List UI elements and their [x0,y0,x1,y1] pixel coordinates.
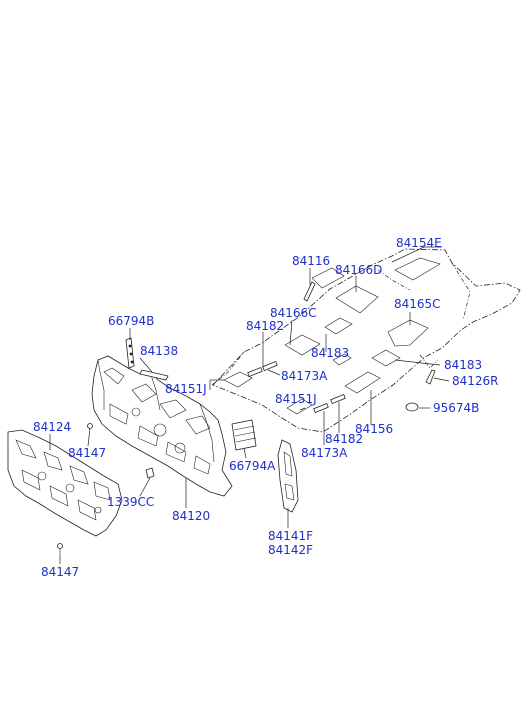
label-84183-upper: 84183 [311,346,349,360]
label-84138: 84138 [140,344,178,358]
label-84182-upper: 84182 [246,319,284,333]
label-1339CC: 1339CC [107,495,154,509]
label-84142F: 84142F [268,543,313,557]
label-84183-right: 84183 [444,358,482,372]
label-84166D: 84166D [335,263,382,277]
label-84124: 84124 [33,420,71,434]
label-84120: 84120 [172,509,210,523]
front-insulator-pad [7,429,123,556]
label-84141F: 84141F [268,529,313,543]
dash-panel-insulator [87,337,233,497]
label-84173A-lower: 84173A [301,446,348,460]
label-66794A: 66794A [229,459,276,473]
label-84147-lower: 84147 [41,565,79,579]
label-84154E: 84154E [396,236,442,250]
leader-lines [49,246,450,564]
label-66794B: 66794B [108,314,154,328]
label-84182-lower: 84182 [325,432,363,446]
floor-carpet [211,248,521,433]
side-trim-84141F [277,439,299,513]
label-84165C: 84165C [394,297,441,311]
label-84147-upper: 84147 [68,446,106,460]
label-95674B: 95674B [433,401,479,415]
label-84151J-center: 84151J [275,392,317,406]
label-84173A-upper: 84173A [281,369,328,383]
label-84166C: 84166C [270,306,317,320]
label-84151J-left: 84151J [165,382,207,396]
label-84116: 84116 [292,254,330,268]
part-labels: 84154E 84116 84166D 84165C 84166C 84182 … [33,236,499,579]
pad-66794A [231,419,257,451]
label-84126R: 84126R [452,374,499,388]
label-84156: 84156 [355,422,393,436]
